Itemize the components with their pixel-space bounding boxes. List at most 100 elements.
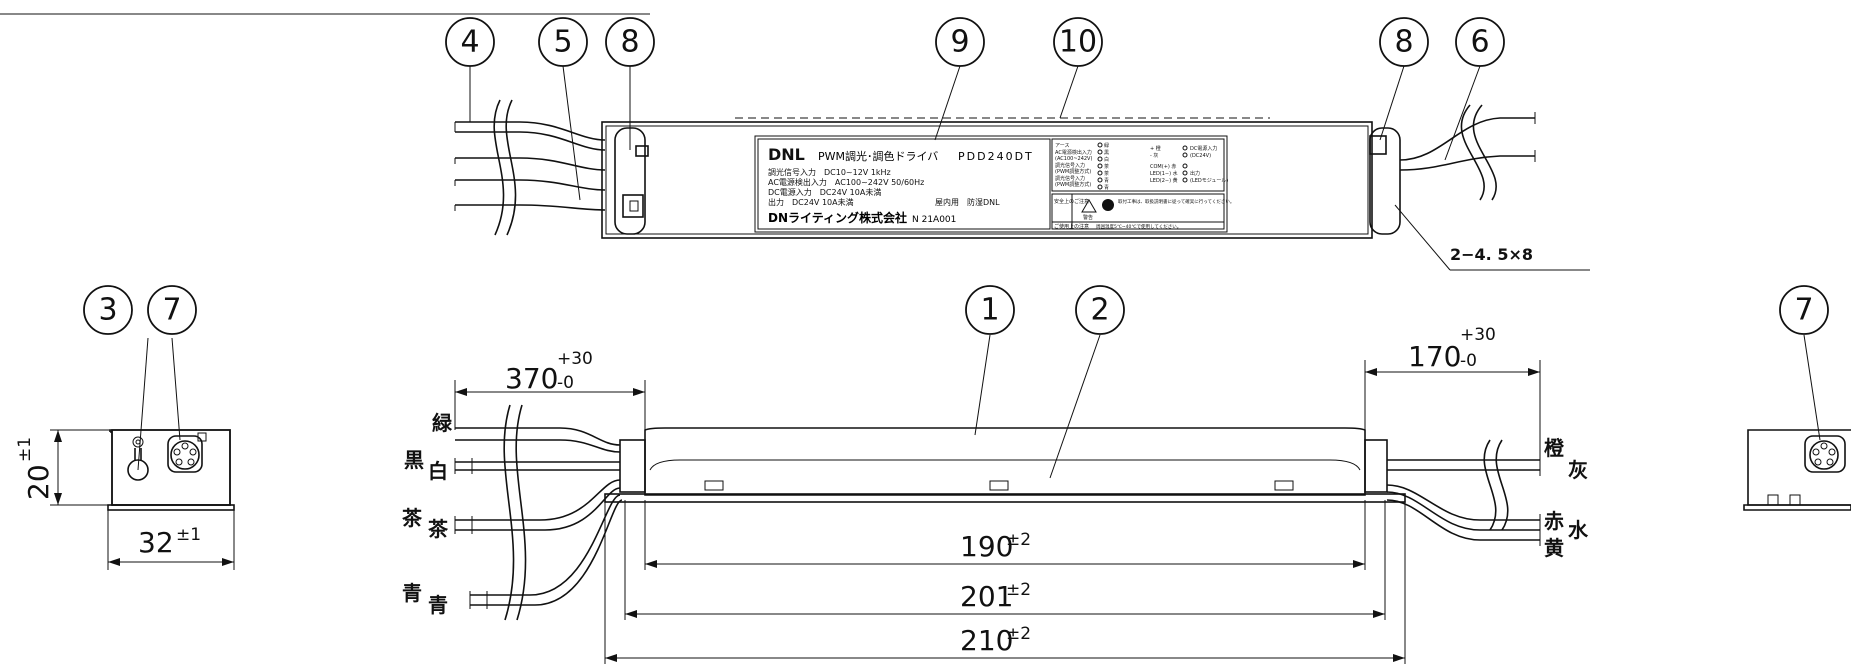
wire-left-3 <box>455 157 606 171</box>
svg-text:9: 9 <box>950 25 969 60</box>
callout-1: 1 <box>965 285 1015 335</box>
terminal-right-0: DC電源入力 <box>1190 145 1217 152</box>
terminal-left-0: アース <box>1055 143 1069 149</box>
slot-leader <box>1394 204 1451 271</box>
wire-right-1 <box>1399 117 1535 161</box>
svg-text:6: 6 <box>1470 25 1489 60</box>
nameplate-spec3: DC電源入力 DC24V 10A未満 <box>768 187 881 197</box>
terminal-left-2: (AC100~242V) <box>1055 156 1092 162</box>
dim-height-tol: ±1 <box>15 437 35 462</box>
wire-label-green: 緑 <box>432 411 453 435</box>
nameplate: DNL PWM調光･調色ドライバ PDD240DT 調光信号入力 DC10~12… <box>754 135 1234 233</box>
dim-201-value: 201 <box>960 580 1013 613</box>
wire-label-cyan: 水 <box>1568 518 1589 542</box>
warning-title: 安全上のご注意 <box>1054 198 1089 205</box>
driver-body-top <box>601 121 1373 239</box>
svg-text:2: 2 <box>1090 293 1109 328</box>
dim-170-value: 170 <box>1408 340 1461 373</box>
cord-clamp-left <box>622 194 644 218</box>
end-view-left: 20 ±1 32 ±1 <box>15 429 235 570</box>
dim-370-plus: +30 <box>557 349 593 369</box>
dim-210-tol: ±2 <box>1006 624 1031 644</box>
callout-leaders-side <box>137 334 1101 479</box>
dimensions: 370 +30 -0 170 +30 -0 190 ±2 201 ±2 210 … <box>454 325 1541 664</box>
side-wire-cyan <box>1386 491 1540 531</box>
wire-labels: 緑 黒 白 茶 茶 青 青 橙 灰 赤 水 黄 <box>402 411 1589 617</box>
svg-text:7: 7 <box>1794 293 1813 328</box>
nameplate-usage: 屋内用 防湿DNL <box>935 197 1000 207</box>
side-wire-green <box>455 427 621 446</box>
terminal-right-3: (LEDモジュール) <box>1190 178 1228 184</box>
cord-grommet <box>127 459 149 481</box>
nameplate-spec2: AC電源検出入力 AC100~242V 50/60Hz <box>768 177 924 187</box>
dim-190-value: 190 <box>960 530 1013 563</box>
break-line-right-b <box>1472 104 1497 201</box>
end-right-box <box>1747 429 1851 506</box>
wire-right-2 <box>1399 155 1535 171</box>
connector-pins-right <box>1812 442 1836 466</box>
callout-9: 9 <box>935 17 985 67</box>
warning-triangle-icon <box>1081 199 1097 213</box>
callout-10: 10 <box>1053 17 1103 67</box>
callout-6: 6 <box>1455 17 1505 67</box>
nameplate-model: PDD240DT <box>958 150 1034 163</box>
end-box <box>111 429 231 506</box>
exclamation-icon <box>1102 199 1114 211</box>
plate-right-end <box>1369 127 1401 235</box>
nameplate-spec1: 調光信号入力 DC10~12V 1kHz <box>768 167 891 177</box>
nameplate-spec4: 出力 DC24V 10A未満 <box>768 197 854 207</box>
wire-label-brown-2: 茶 <box>428 517 449 541</box>
driver-body-inner <box>605 125 1369 235</box>
nameplate-brand: DNL <box>768 145 805 164</box>
callout-7-right: 7 <box>1779 285 1829 335</box>
connector-socket <box>167 435 203 473</box>
warning-block <box>1051 193 1225 230</box>
callout-5: 5 <box>538 17 588 67</box>
svg-text:8: 8 <box>1394 25 1413 60</box>
terminal-left-4: (PWM調整方式) <box>1055 168 1091 175</box>
nameplate-left-panel <box>757 138 1051 230</box>
terminal-mark-3: 茶 <box>1104 163 1109 170</box>
dim-201-tol: ±2 <box>1006 580 1031 600</box>
dim-370-minus: -0 <box>557 373 574 393</box>
wire-label-blue-1: 青 <box>402 581 422 605</box>
side-wire-blue-2 <box>470 499 623 606</box>
svg-text:5: 5 <box>553 25 572 60</box>
side-wire-brown <box>455 479 621 521</box>
dim-height-value: 20 <box>22 464 55 500</box>
terminal-left-3: 調光信号入力 <box>1055 162 1085 169</box>
nameplate-company: DNライティング株式会社 <box>768 210 907 225</box>
nameplate-lot: N 21A001 <box>912 215 956 225</box>
dim-width-tol: ±1 <box>176 525 201 545</box>
side-body <box>644 427 1366 496</box>
terminal-dots-left <box>1097 142 1103 190</box>
side-wire-red <box>1386 484 1540 521</box>
notice-title: ご使用上の注意 <box>1054 223 1089 230</box>
break-line-right-a <box>1460 104 1485 201</box>
wire-label-black: 黒 <box>404 448 424 472</box>
dim-210-value: 210 <box>960 624 1013 657</box>
callout-2: 2 <box>1075 285 1125 335</box>
side-wire-blue <box>470 494 621 596</box>
wire-label-white: 白 <box>428 459 448 483</box>
terminal-right-mark-1: - 灰 <box>1150 152 1158 159</box>
terminal-right-mark-4: LED(2−) 黄 <box>1150 177 1178 184</box>
wire-label-yellow: 黄 <box>1544 536 1564 560</box>
terminal-left-5: 調光信号入力 <box>1055 175 1085 182</box>
side-wire-green-2 <box>455 439 621 453</box>
cord-clamp-right <box>1369 135 1387 155</box>
terminal-right-mark-2: COM(+) 赤 <box>1150 164 1176 170</box>
nameplate-frame <box>754 135 1228 233</box>
terminal-right-1: (DC24V) <box>1190 153 1211 159</box>
clamp-top-left <box>635 145 649 157</box>
dim-190-tol: ±2 <box>1006 530 1031 550</box>
cord-clamp-left-inner <box>629 200 639 212</box>
callout-8-right: 8 <box>1379 17 1429 67</box>
dim-width-value: 32 <box>138 526 174 559</box>
terminal-right-mark-3: LED(1−) 水 <box>1150 170 1178 177</box>
wire-label-gray: 灰 <box>1568 458 1588 482</box>
side-wire-ends <box>454 458 488 609</box>
callout-3: 3 <box>83 285 133 335</box>
wire-left-1 <box>455 121 606 141</box>
